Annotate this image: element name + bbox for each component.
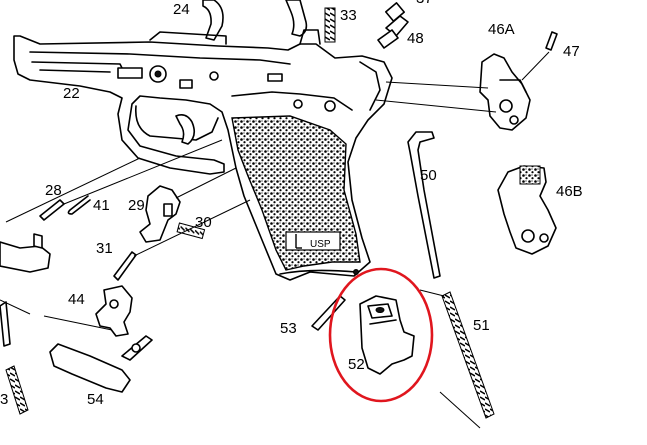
- part-54-drawing: [49, 335, 153, 393]
- left-lever-drawing: [0, 233, 51, 273]
- label-part-30: 30: [195, 214, 212, 231]
- label-part-44: 44: [68, 291, 85, 308]
- label-part-48: 48: [407, 30, 424, 47]
- highlight-circle: [328, 267, 434, 403]
- label-part-54: 54: [87, 391, 104, 408]
- grip-logo-text: USP: [310, 239, 331, 250]
- part-31-drawing: [113, 251, 137, 281]
- label-part-3: 3: [0, 391, 9, 408]
- part-46b-drawing: [497, 165, 557, 255]
- label-part-47: 47: [563, 43, 580, 60]
- part-51-drawing: [441, 291, 495, 419]
- label-part-33: 33: [340, 7, 357, 24]
- label-part-22: 22: [63, 85, 80, 102]
- part-44-drawing: [95, 285, 133, 337]
- part-24-drawing: [202, 0, 224, 41]
- label-part-53: 53: [280, 320, 297, 337]
- label-part-46b: 46B: [556, 183, 583, 200]
- part-47-drawing: [545, 31, 558, 51]
- label-part-24: 24: [173, 1, 190, 18]
- top-lever-drawing: [285, 0, 308, 37]
- label-part-37: 37: [416, 0, 433, 6]
- part-46a-drawing: [479, 53, 531, 131]
- label-part-28: 28: [45, 182, 62, 199]
- label-part-29: 29: [128, 197, 145, 214]
- part-41-drawing: [67, 195, 91, 215]
- part-30-drawing: [176, 222, 206, 240]
- label-part-31: 31: [96, 240, 113, 257]
- part-28-drawing: [39, 199, 65, 221]
- part-53-drawing: [311, 295, 346, 331]
- frame-22-drawing: USP: [13, 29, 393, 281]
- part-52-drawing: [359, 295, 415, 375]
- part-48-drawing: [377, 2, 409, 49]
- label-part-52: 52: [348, 356, 365, 373]
- label-part-51: 51: [473, 317, 490, 334]
- part-33-drawing: [324, 7, 336, 43]
- label-part-50: 50: [420, 167, 437, 184]
- label-part-41: 41: [93, 197, 110, 214]
- label-part-46a: 46A: [488, 21, 515, 38]
- part-29-drawing: [139, 185, 181, 243]
- part-3-drawing: [0, 301, 29, 415]
- part-50-drawing: [407, 131, 441, 279]
